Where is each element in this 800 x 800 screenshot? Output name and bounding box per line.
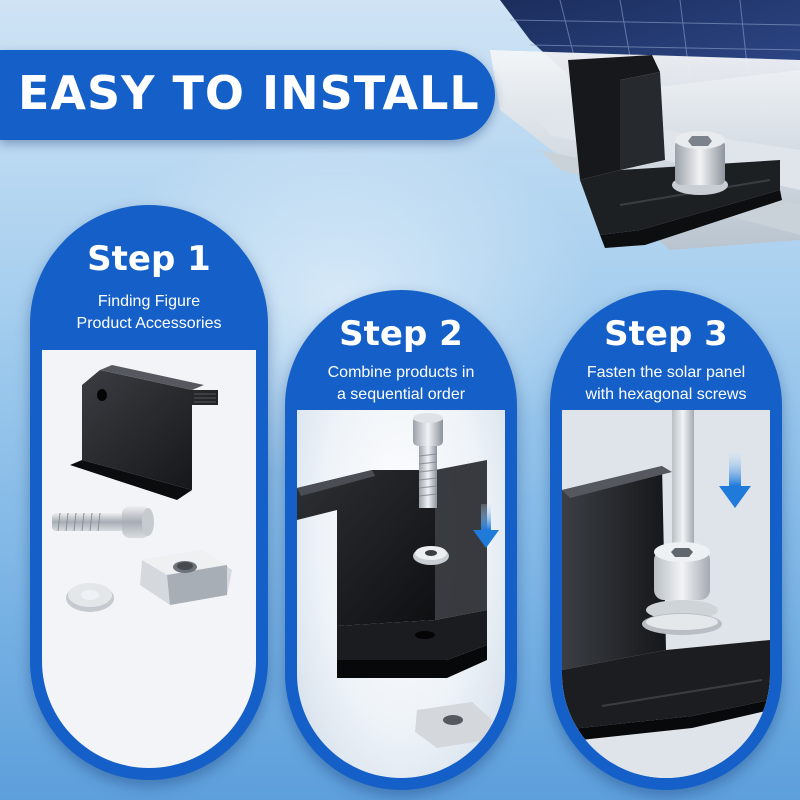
down-arrow-icon	[719, 452, 751, 508]
step-3-line-1: Fasten the solar panel	[586, 364, 746, 381]
step-3-title: Step 3	[604, 314, 728, 354]
step-3-description: Fasten the solar panel with hexagonal sc…	[556, 362, 776, 406]
down-arrow-icon	[473, 504, 499, 548]
step-1-description: Finding Figure Product Accessories	[36, 291, 262, 335]
solar-panel-clamp-photo	[470, 0, 800, 290]
step-1-title: Step 1	[87, 239, 211, 279]
title-banner: EASY TO INSTALL	[0, 50, 495, 140]
banner-title: EASY TO INSTALL	[18, 66, 480, 120]
step-3-line-2: with hexagonal screws	[585, 386, 747, 403]
step-2-line-1: Combine products in	[327, 364, 475, 381]
step-1-line-2: Product Accessories	[76, 315, 222, 332]
step-1-line-1: Finding Figure	[97, 293, 201, 310]
step-1-card: Step 1 Finding Figure Product Accessorie…	[30, 205, 268, 780]
step-2-description: Combine products in a sequential order	[291, 362, 511, 406]
step-1-image	[42, 350, 256, 768]
step-2-title: Step 2	[339, 314, 463, 354]
step-2-image	[297, 410, 505, 778]
step-3-image	[562, 410, 770, 778]
step-2-card: Step 2 Combine products in a sequential …	[285, 290, 517, 790]
step-2-line-2: a sequential order	[336, 386, 466, 403]
step-3-card: Step 3 Fasten the solar panel with hexag…	[550, 290, 782, 790]
